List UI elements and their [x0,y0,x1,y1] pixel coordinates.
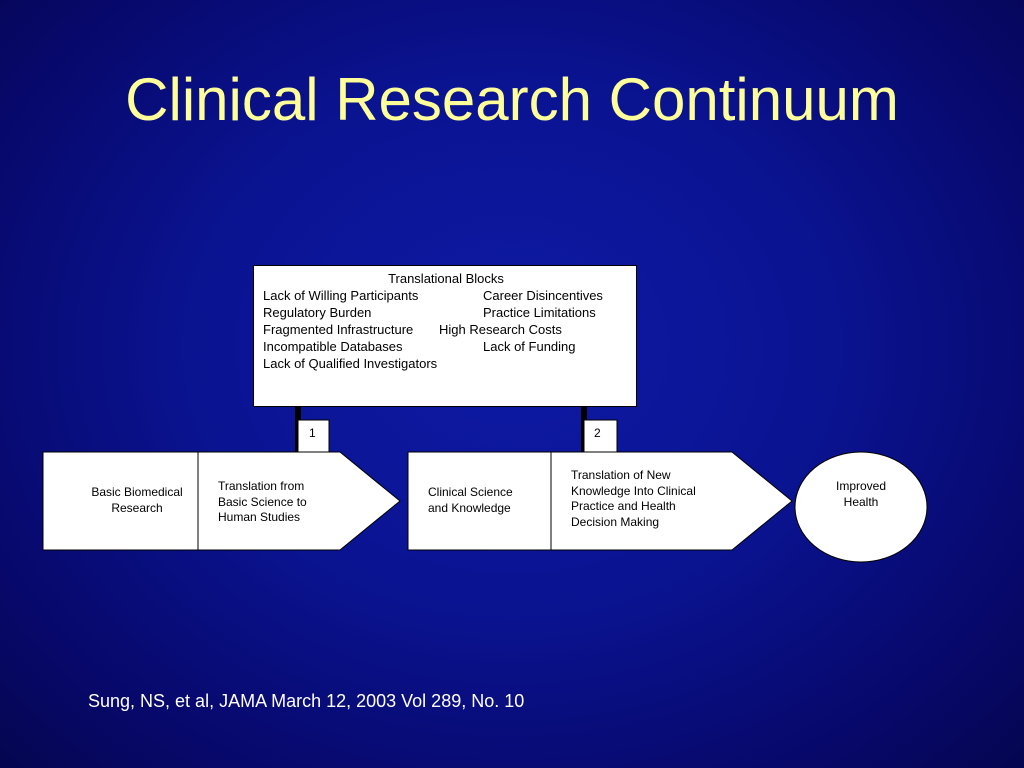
translation-2-line: Decision Making [571,514,660,529]
block-item: Incompatible Databases [263,339,403,354]
translation-1-line: Basic Science to [218,494,307,509]
improved-health-label: Improved Health [811,479,911,510]
block-marker-box-2 [583,419,618,453]
improved-health-ellipse [794,451,928,563]
block-item: Career Disincentives [483,288,603,303]
translation-2-arrow [550,451,793,551]
translation-1-line: Translation from [218,479,305,493]
improved-health-line: Improved [835,479,887,493]
block-item: Lack of Willing Participants [263,288,419,303]
translation-2-line: Knowledge Into Clinical [571,483,696,498]
block-marker-2: 2 [594,426,601,440]
slide-title: Clinical Research Continuum [125,66,899,133]
basic-research-line: Research [111,500,163,515]
block-item: Lack of Qualified Investigators [263,356,438,371]
clinical-science-line: Clinical Science [428,485,513,499]
translation-1-line: Human Studies [218,510,301,524]
translation-2-line: Translation of New [571,468,671,482]
clinical-science-line: and Knowledge [428,500,511,515]
translational-blocks-heading: Translational Blocks [388,271,504,286]
citation: Sung, NS, et al, JAMA March 12, 2003 Vol… [88,691,525,711]
block-marker-box-1 [297,419,330,453]
translational-blocks-box: Translational Blocks Lack of Willing Par… [253,265,637,407]
translation-1-label: Translation from Basic Science to Human … [218,479,307,526]
translation-2-label: Translation of New Knowledge Into Clinic… [571,468,696,530]
basic-research-label: Basic Biomedical Research [73,485,201,516]
clinical-science-box [407,451,552,551]
basic-research-box [42,451,199,551]
block-item: Fragmented Infrastructure [263,322,414,337]
block-item: Regulatory Burden [263,305,372,320]
basic-research-line: Basic Biomedical [91,485,183,499]
translation-2-line: Practice and Health [571,499,676,513]
block-item: High Research Costs [439,322,562,337]
improved-health-line: Health [843,494,879,509]
block-item: Practice Limitations [483,305,596,320]
clinical-science-label: Clinical Science and Knowledge [428,485,513,516]
block-item: Lack of Funding [483,339,576,354]
block-marker-1: 1 [309,426,316,440]
